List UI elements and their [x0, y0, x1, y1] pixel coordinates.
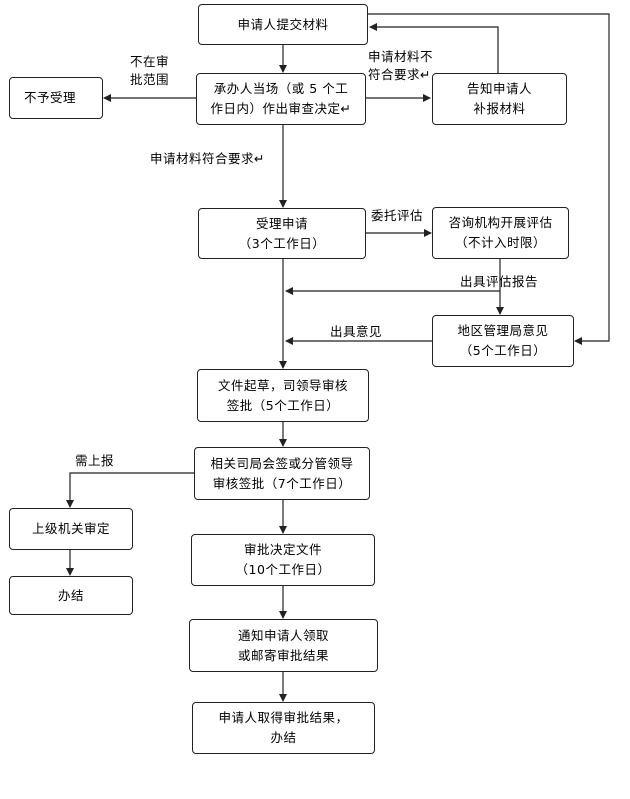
label-incomplete-line-1: 申请材料不 — [368, 49, 434, 64]
label-not-in-scope: 不在审 批范围 — [130, 53, 169, 89]
node-notify-result-line-1: 通知申请人领取 — [237, 627, 329, 643]
node-close-left: 办结 — [9, 576, 133, 615]
node-decision-line-2: （10个工作日） — [235, 562, 331, 577]
node-countersign-line-1: 相关司局会签或分管领导 — [210, 455, 354, 471]
label-need-report: 需上报 — [75, 452, 114, 470]
label-opinion-line-1: 出具意见 — [330, 324, 383, 339]
node-final-line-2: 办结 — [270, 730, 297, 745]
node-notify-result: 通知申请人领取 或邮寄审批结果 — [189, 619, 378, 672]
label-not-in-scope-line-1: 不在审 — [130, 54, 170, 69]
label-complete-line-1: 申请材料符合要求↵ — [150, 151, 265, 166]
node-superior: 上级机关审定 — [9, 508, 133, 550]
label-entrust: 委托评估 — [371, 207, 423, 225]
node-reject: 不予受理 — [9, 77, 103, 119]
label-report: 出具评估报告 — [460, 273, 538, 291]
label-need-report-line-1: 需上报 — [75, 453, 115, 468]
arrow-submit-to-regional — [368, 13, 610, 345]
node-review-line-2: 作日内）作出审查决定↵ — [210, 101, 352, 116]
node-review-line-1: 承办人当场（或 5 个工 — [213, 81, 349, 96]
node-consult: 咨询机构开展评估 （不计入时限） — [432, 207, 569, 259]
node-decision: 审批决定文件 （10个工作日） — [191, 534, 375, 586]
arrow-countersign-to-superior — [66, 472, 194, 508]
label-entrust-line-1: 委托评估 — [371, 208, 424, 223]
node-notify-supplement-line-1: 告知申请人 — [466, 81, 532, 96]
node-draft: 文件起草，司领导审核 签批（5个工作日） — [197, 369, 369, 422]
label-not-in-scope-line-2: 批范围 — [130, 72, 170, 87]
node-reject-line-1: 不予受理 — [24, 90, 77, 105]
node-notify-supplement: 告知申请人 补报材料 — [432, 73, 567, 125]
node-final: 申请人取得审批结果， 办结 — [192, 702, 375, 754]
node-regional: 地区管理局意见 （5个工作日） — [432, 315, 574, 367]
node-decision-line-1: 审批决定文件 — [243, 542, 322, 557]
label-complete: 申请材料符合要求↵ — [150, 150, 265, 168]
node-close-left-line-1: 办结 — [57, 587, 84, 603]
node-countersign: 相关司局会签或分管领导 审核签批（7个工作日） — [194, 447, 370, 500]
node-regional-line-2: （5个工作日） — [459, 343, 547, 358]
node-draft-line-1: 文件起草，司领导审核 — [217, 377, 348, 393]
node-countersign-line-2: 审核签批（7个工作日） — [212, 475, 352, 491]
node-consult-line-2: （不计入时限） — [454, 235, 546, 250]
label-opinion: 出具意见 — [330, 323, 382, 341]
node-review: 承办人当场（或 5 个工 作日内）作出审查决定↵ — [196, 73, 366, 125]
label-incomplete: 申请材料不 符合要求↵ — [368, 48, 433, 84]
node-final-line-1: 申请人取得审批结果， — [218, 710, 349, 725]
node-accept-line-2: （3个工作日） — [238, 235, 326, 251]
node-superior-line-1: 上级机关审定 — [31, 521, 110, 536]
node-submit-line-1: 申请人提交材料 — [237, 16, 329, 32]
node-notify-result-line-2: 或邮寄审批结果 — [237, 647, 329, 663]
node-consult-line-1: 咨询机构开展评估 — [448, 215, 553, 230]
node-regional-line-1: 地区管理局意见 — [457, 323, 549, 338]
node-accept-line-1: 受理申请 — [255, 215, 308, 231]
node-notify-supplement-line-2: 补报材料 — [473, 101, 526, 116]
arrow-notify-to-submit — [369, 23, 499, 73]
node-submit: 申请人提交材料 — [198, 4, 368, 45]
node-draft-line-2: 签批（5个工作日） — [226, 397, 340, 413]
node-accept: 受理申请 （3个工作日） — [198, 208, 366, 259]
label-incomplete-line-2: 符合要求↵ — [368, 67, 431, 82]
label-report-line-1: 出具评估报告 — [460, 274, 539, 289]
